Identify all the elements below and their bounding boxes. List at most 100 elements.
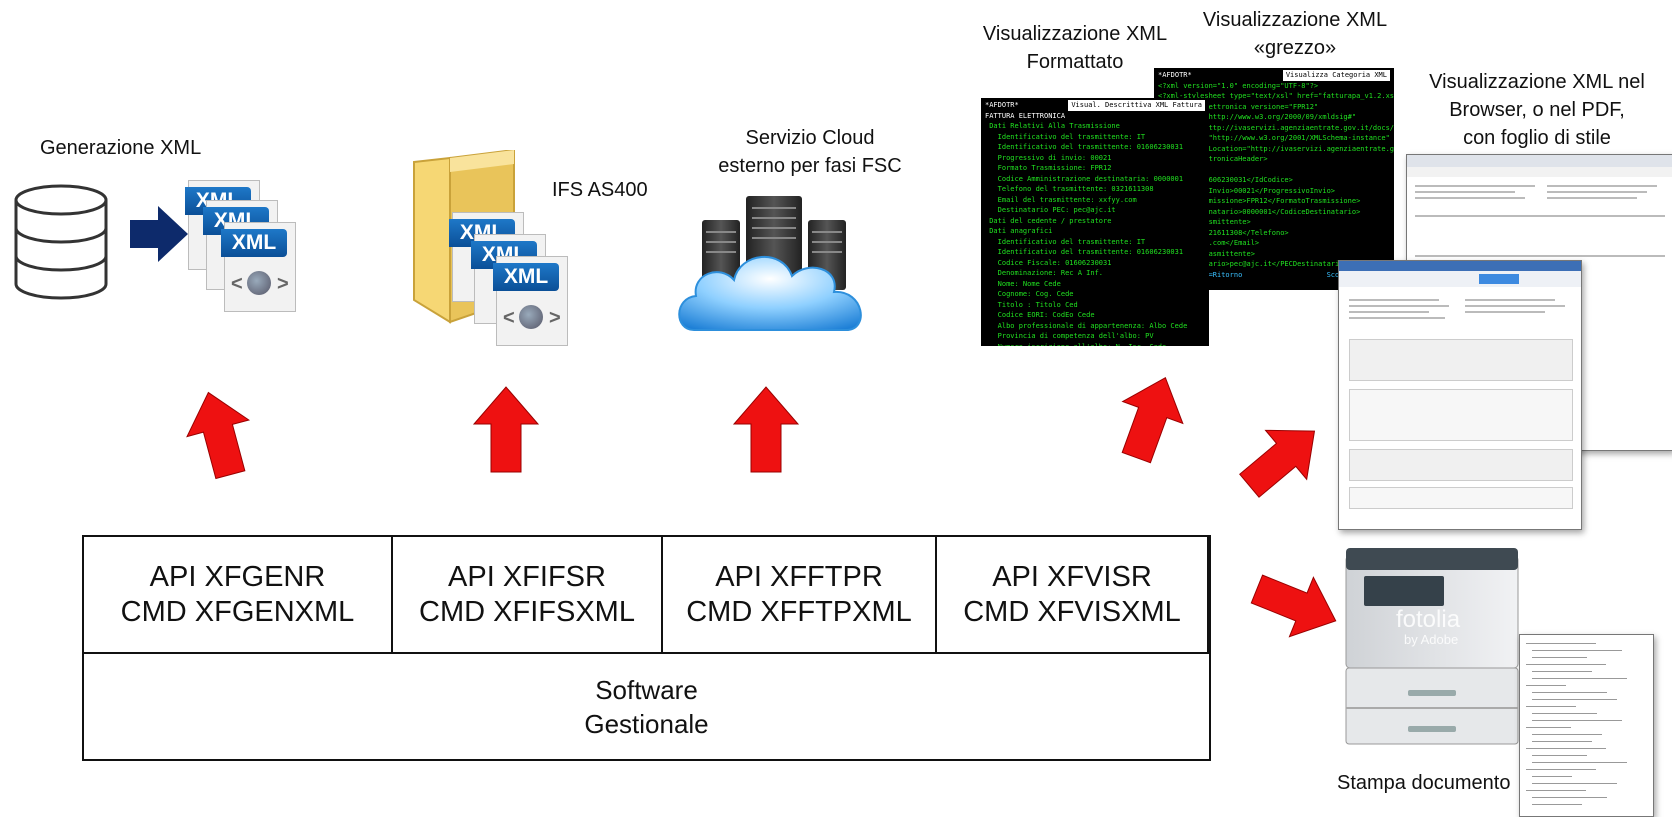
- printed-text-line: [1526, 727, 1571, 728]
- label-cloud-line2: esterno per fasi FSC: [718, 155, 902, 177]
- arrow-up-visualizzazione: [1105, 366, 1196, 470]
- label-cloud-service: Servizio Cloud esterno per fasi FSC: [695, 124, 925, 180]
- printer-watermark-sub: by Adobe: [1404, 632, 1459, 647]
- terminal-line: Titolo : Titolo Ced: [985, 300, 1078, 309]
- software-line2: Gestionale: [584, 708, 709, 739]
- terminal-line: <ProgressivoInvio>00021</ProgressivoInvi…: [1158, 186, 1336, 195]
- xml-file-stack-generazione: XML XML XML<>: [185, 180, 298, 312]
- printed-text-line: [1532, 699, 1617, 700]
- terminal-line: Codice EORI: CodEo Cede: [985, 311, 1095, 319]
- arrow-to-printer: [1244, 558, 1349, 652]
- label-vis-formattato-line2: Formattato: [1026, 51, 1124, 73]
- printed-text-line: [1526, 748, 1606, 749]
- printer-watermark: fotolia: [1396, 606, 1461, 633]
- arrow-up-cloud: [733, 386, 799, 473]
- terminal-line: Identificativo del trasmittente: 0160623…: [985, 248, 1184, 256]
- terminal-line: Email del trasmittente: xxfyy.com: [985, 195, 1137, 204]
- software-gestionale: Software Gestionale: [84, 652, 1209, 759]
- terminal-line: <IdCodice>01606230031</IdCodice>: [1158, 176, 1293, 184]
- api-cell-xfvisr: API XFVISR CMD XFVISXML: [937, 537, 1209, 652]
- terminal-line: Codice Fiscale: 01606230031: [985, 258, 1112, 267]
- api-name: API XFIFSR: [448, 560, 606, 593]
- terminal-line: <PECDestinatario>pec@ajc.it</PECDestinat…: [1158, 260, 1348, 268]
- terminal-line: xmlns:ds="http://www.w3.org/2000/09/xmld…: [1158, 113, 1357, 121]
- terminal-formatted-lines: FATTURA ELETTRONICA Dati Relativi Alla T…: [985, 111, 1205, 347]
- terminal-line: Identificativo del trasmittente: 0160623…: [985, 143, 1184, 151]
- terminal-line: Albo professionale di appartenenza: Albo…: [985, 321, 1188, 330]
- cmd-name: CMD XFGENXML: [120, 595, 355, 628]
- terminal-line: Identificativo del trasmittente: IT: [985, 237, 1146, 246]
- label-ifs-as400: IFS AS400: [552, 179, 648, 201]
- label-stampa-documento: Stampa documento: [1337, 772, 1511, 794]
- terminal-line: Denominazione: Rec A Inf.: [985, 269, 1104, 277]
- label-vis-grezzo-line1: Visualizzazione XML: [1202, 9, 1388, 31]
- terminal-line: xsi:schemaLocation="http://ivaservizi.ag…: [1166, 144, 1394, 153]
- printed-text-line: [1526, 706, 1576, 707]
- cmd-name: CMD XFIFSXML: [419, 595, 635, 628]
- label-vis-formattato: Visualizzazione XML Formattato: [965, 20, 1185, 76]
- printed-text-line: [1532, 692, 1607, 693]
- terminal-line: <FatturaElettronicaHeader>: [1158, 155, 1268, 163]
- printed-text-line: [1532, 671, 1592, 672]
- terminal-line: Dati Relativi Alla Trasmissione: [985, 122, 1120, 130]
- cloud-server-icon: [678, 196, 862, 331]
- arrow-to-browser: [1228, 406, 1336, 511]
- label-vis-formattato-line1: Visualizzazione XML: [982, 23, 1168, 45]
- printed-text-line: [1532, 678, 1627, 679]
- label-cloud-line1: Servizio Cloud: [745, 127, 875, 149]
- database-icon: [14, 184, 108, 300]
- terminal-line: Dati del cedente / prestatore: [985, 216, 1112, 225]
- printed-text-line: [1526, 685, 1566, 686]
- printed-text-line: [1532, 783, 1617, 784]
- label-vis-grezzo: Visualizzazione XML «grezzo»: [1185, 6, 1405, 62]
- printed-text-line: [1526, 643, 1596, 644]
- api-cell-xfgenr: API XFGENR CMD XFGENXML: [84, 537, 393, 652]
- api-name: API XFVISR: [992, 560, 1152, 593]
- printed-text-line: [1532, 713, 1597, 714]
- printed-text-line: [1532, 720, 1622, 721]
- terminal-line: Progressivo di invio: 00021: [985, 153, 1112, 162]
- terminal-line: Destinatario PEC: pec@ajc.it: [985, 206, 1116, 214]
- terminal-line: <Telefono>0321611308</Telefono>: [1158, 228, 1289, 237]
- terminal-line: Codice Amministrazione destinataria: 000…: [985, 174, 1184, 183]
- pdf-preview: [1338, 260, 1582, 530]
- cmd-name: CMD XFFTPXML: [686, 595, 912, 628]
- label-vis-grezzo-line2: «grezzo»: [1253, 37, 1337, 59]
- arrow-up-ifs: [473, 386, 539, 473]
- terminal-line: FATTURA ELETTRONICA: [985, 111, 1066, 120]
- printed-text-line: [1532, 762, 1627, 763]
- printed-page: [1519, 634, 1654, 817]
- printed-text-line: [1532, 734, 1602, 735]
- label-vis-browser-line3: con foglio di stile: [1463, 127, 1611, 149]
- api-cell-xfifsr: API XFIFSR CMD XFIFSXML: [393, 537, 663, 652]
- printed-text-line: [1532, 776, 1572, 777]
- api-name: API XFFTPR: [715, 560, 883, 593]
- printed-text-line: [1526, 790, 1586, 791]
- api-commands-box: API XFGENR CMD XFGENXML API XFIFSR CMD X…: [82, 535, 1211, 761]
- terminal-line: Formato Trasmissione: FPR12: [985, 164, 1112, 172]
- printed-text-line: [1526, 769, 1596, 770]
- printed-text-line: [1532, 741, 1592, 742]
- label-vis-browser-line2: Browser, o nel PDF,: [1449, 99, 1625, 121]
- terminal-formatted-title-left: *AFDOTR*: [985, 101, 1019, 109]
- label-generazione-xml: Generazione XML: [40, 137, 202, 159]
- terminal-line: Cognome: Cog. Cede: [985, 290, 1074, 298]
- label-vis-browser-line1: Visualizzazione XML nel: [1429, 71, 1645, 93]
- printer-icon: [1345, 548, 1519, 745]
- terminal-xml-formatted: *AFDOTR*Visual. Descrittiva XML Fattura …: [981, 98, 1209, 346]
- printed-text-line: [1532, 804, 1582, 805]
- terminal-line: Nome: Nome Cede: [985, 279, 1061, 288]
- terminal-line: <CodiceDestinatario>0000001</CodiceDesti…: [1158, 207, 1361, 216]
- cmd-name: CMD XFVISXML: [963, 595, 1181, 628]
- terminal-line: Provincia di competenza dell'albo: PV: [985, 332, 1154, 340]
- terminal-line: Identificativo del trasmittente: IT: [985, 132, 1146, 141]
- terminal-line: xmlns:p="http://ivaservizi.agenziaentrat…: [1166, 123, 1394, 132]
- terminal-raw-title-right: Visualizza Categoria XML: [1282, 70, 1390, 81]
- xml-file-stack-ifs: XML XML XML<>: [449, 212, 572, 347]
- software-line1: Software: [595, 674, 698, 705]
- terminal-line: <?xml version="1.0" encoding="UTF-8"?>: [1158, 81, 1319, 90]
- printed-text-line: [1532, 797, 1607, 798]
- api-name: API XFGENR: [149, 560, 326, 593]
- xml-file-icon: XML<>: [493, 256, 568, 346]
- xml-file-icon: XML<>: [221, 222, 296, 312]
